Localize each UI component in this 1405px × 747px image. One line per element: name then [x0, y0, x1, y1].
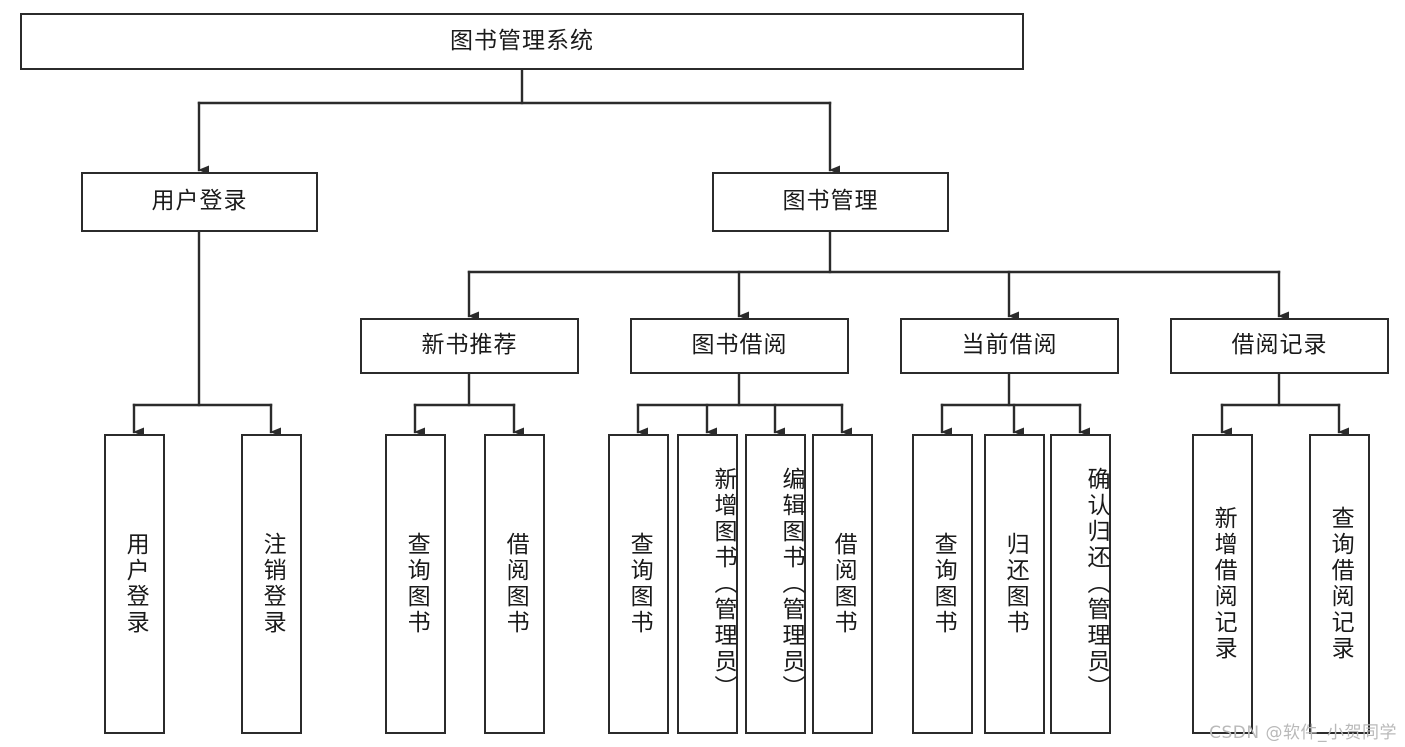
- node-label: 新增借阅记录: [1210, 506, 1237, 662]
- node-label: 借阅图书: [830, 532, 857, 636]
- leaf-node-编辑图书管理员-6[interactable]: 编辑图书（管理员）: [745, 434, 806, 734]
- node-label: 用户登录: [151, 188, 248, 215]
- level3-node-借阅记录-3[interactable]: 借阅记录: [1170, 318, 1389, 374]
- node-label: 查询图书: [626, 532, 653, 636]
- leaf-node-查询图书-2[interactable]: 查询图书: [385, 434, 446, 734]
- node-label: 借阅图书: [502, 532, 529, 636]
- node-label: 新书推荐: [421, 332, 518, 359]
- leaf-node-借阅图书-3[interactable]: 借阅图书: [484, 434, 545, 734]
- leaf-node-确认归还管理员-10[interactable]: 确认归还（管理员）: [1050, 434, 1111, 734]
- node-label: 查询借阅记录: [1327, 506, 1354, 662]
- level2-node-用户登录-0[interactable]: 用户登录: [81, 172, 318, 232]
- node-label: 编辑图书（管理员）: [778, 467, 804, 701]
- leaf-node-新增图书管理员-5[interactable]: 新增图书（管理员）: [677, 434, 738, 734]
- leaf-node-归还图书-9[interactable]: 归还图书: [984, 434, 1045, 734]
- node-label: 图书管理系统: [450, 27, 594, 54]
- level2-node-图书管理-1[interactable]: 图书管理: [712, 172, 949, 232]
- level3-node-图书借阅-1[interactable]: 图书借阅: [630, 318, 849, 374]
- leaf-node-用户登录-0[interactable]: 用户登录: [104, 434, 165, 734]
- node-label: 图书管理: [782, 188, 879, 215]
- node-label: 确认归还（管理员）: [1083, 467, 1109, 701]
- level3-node-当前借阅-2[interactable]: 当前借阅: [900, 318, 1119, 374]
- leaf-node-注销登录-1[interactable]: 注销登录: [241, 434, 302, 734]
- node-label: 图书借阅: [691, 332, 788, 359]
- node-label: 用户登录: [122, 532, 149, 636]
- node-label: 当前借阅: [961, 332, 1058, 359]
- watermark-text: CSDN @软件_小贺同学: [1209, 723, 1397, 743]
- leaf-node-查询图书-4[interactable]: 查询图书: [608, 434, 669, 734]
- node-label: 新增图书（管理员）: [710, 467, 736, 701]
- leaf-node-查询图书-8[interactable]: 查询图书: [912, 434, 973, 734]
- level3-node-新书推荐-0[interactable]: 新书推荐: [360, 318, 579, 374]
- node-label: 查询图书: [403, 532, 430, 636]
- node-label: 归还图书: [1002, 532, 1029, 636]
- leaf-node-查询借阅记录-12[interactable]: 查询借阅记录: [1309, 434, 1370, 734]
- node-label: 注销登录: [259, 532, 286, 636]
- node-label: 借阅记录: [1231, 332, 1328, 359]
- leaf-node-新增借阅记录-11[interactable]: 新增借阅记录: [1192, 434, 1253, 734]
- leaf-node-借阅图书-7[interactable]: 借阅图书: [812, 434, 873, 734]
- node-label: 查询图书: [930, 532, 957, 636]
- root-node-图书管理系统-0[interactable]: 图书管理系统: [20, 13, 1024, 70]
